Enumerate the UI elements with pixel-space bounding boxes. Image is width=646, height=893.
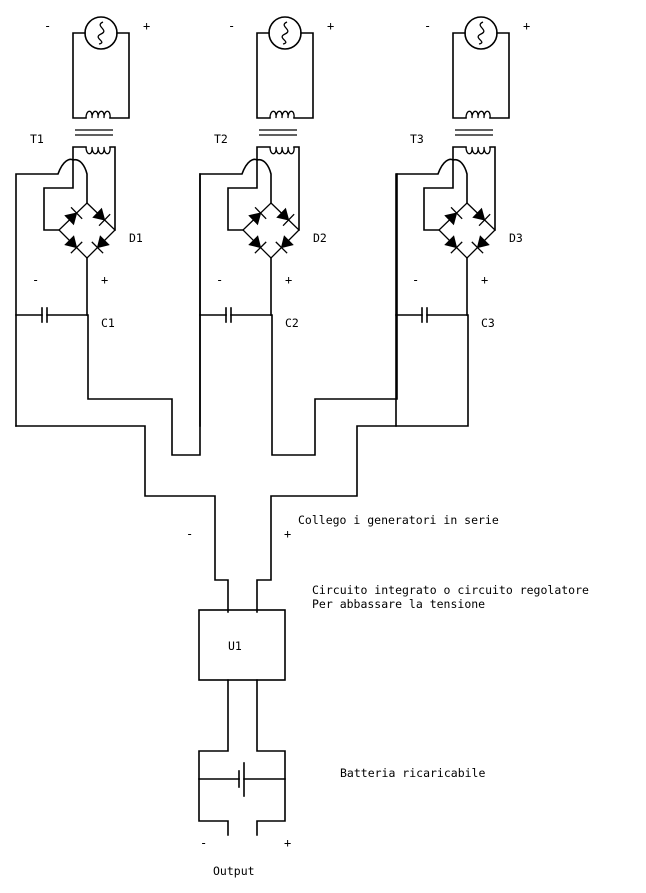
stage-1-minus-label: -: [32, 273, 39, 287]
wire-s1-negative: [15, 425, 229, 613]
output-minus-label: -: [200, 836, 207, 850]
diode-icon: [444, 235, 463, 254]
diode-icon: [248, 206, 267, 226]
wire-s2-plus-to-s3-minus: [271, 173, 398, 456]
stage-2-plus-label: +: [285, 273, 292, 287]
regulator-note-line2: Per abbassare la tensione: [312, 597, 485, 611]
transformer-2-icon: [259, 110, 297, 155]
diode-icon: [248, 235, 267, 254]
transformer-1-icon: [75, 110, 113, 155]
series-note: Collego i generatori in serie: [298, 513, 499, 527]
transformer-2-label: T2: [214, 132, 228, 146]
stage-1-plus-label: +: [101, 273, 108, 287]
ac-source-2-icon: [268, 16, 302, 50]
diode-icon: [64, 235, 83, 254]
source-2-minus-label: -: [228, 19, 235, 33]
diode-icon: [276, 207, 295, 227]
diode-icon: [444, 206, 463, 226]
diode-icon: [275, 235, 294, 254]
output-plus-label: +: [284, 836, 291, 850]
source-2-plus-label: +: [327, 19, 334, 33]
bridge-rectifier-2: [242, 202, 300, 259]
wire-u1-out-minus: [198, 679, 229, 836]
battery-icon: [198, 762, 286, 797]
regulator-note-line1: Circuito integrato o circuito regolatore: [312, 583, 589, 597]
transformer-1-label: T1: [30, 132, 44, 146]
capacitor-1-label: C1: [101, 316, 115, 330]
bridge-rectifier-3: [438, 202, 496, 259]
wire-u1-out-plus: [256, 679, 286, 836]
series-wiring: [15, 173, 469, 613]
transformer-3-icon: [455, 110, 493, 155]
stage-2-minus-label: -: [216, 273, 223, 287]
series-plus-label: +: [284, 527, 291, 541]
bridge-3-label: D3: [509, 231, 523, 245]
source-1-minus-label: -: [44, 19, 51, 33]
capacitor-2-icon: [199, 307, 272, 323]
diode-icon: [472, 207, 491, 227]
stage-3-plus-label: +: [481, 273, 488, 287]
diode-icon: [64, 206, 83, 226]
transformer-3-label: T3: [410, 132, 424, 146]
series-minus-label: -: [186, 527, 193, 541]
battery-note: Batteria ricaricabile: [340, 766, 485, 780]
ac-source-3-icon: [464, 16, 498, 50]
stage-3-minus-label: -: [412, 273, 419, 287]
capacitor-3-icon: [395, 307, 468, 323]
output-label: Output: [213, 864, 255, 878]
source-1-plus-label: +: [143, 19, 150, 33]
wire-s1-plus-to-s2-minus: [87, 173, 201, 456]
diode-icon: [92, 207, 111, 227]
ac-source-1-icon: [84, 16, 118, 50]
wire-s3-positive: [256, 314, 469, 613]
bridge-2-label: D2: [313, 231, 327, 245]
source-3-plus-label: +: [523, 19, 530, 33]
diode-icon: [471, 235, 490, 254]
regulator-u1: [198, 609, 286, 681]
capacitor-3-label: C3: [481, 316, 495, 330]
bridge-rectifier-1: [58, 202, 116, 259]
capacitor-1-icon: [15, 307, 88, 323]
bridge-1-label: D1: [129, 231, 143, 245]
source-3-minus-label: -: [424, 19, 431, 33]
diode-icon: [91, 235, 110, 254]
capacitor-2-label: C2: [285, 316, 299, 330]
regulator-label: U1: [228, 639, 242, 653]
